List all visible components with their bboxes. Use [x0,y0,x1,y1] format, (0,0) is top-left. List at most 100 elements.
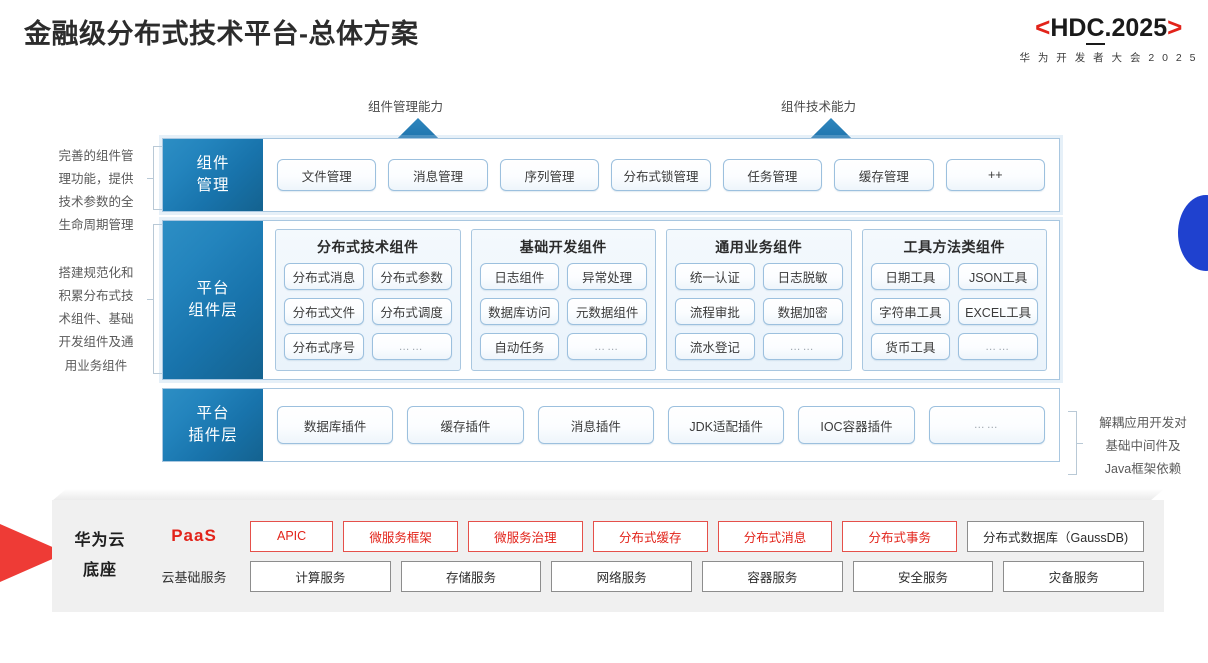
chip-jdk-adapter-plugin[interactable]: JDK适配插件 [667,406,785,444]
chip-database-access[interactable]: 数据库访问 [479,298,560,325]
chip-distributed-sequence[interactable]: 分布式序号 [284,333,364,360]
bracket-left-middle [147,224,162,374]
band-body-platform-plugin-layer: 数据库插件 缓存插件 消息插件 JDK适配插件 IOC容器插件 …… [263,389,1059,461]
side-note-line: 生命周期管理 [58,218,134,233]
chip-task-management[interactable]: 任务管理 [722,159,823,191]
cloud-base-panel: 华为云 底座 PaaS APIC 微服务框架 微服务治理 分布式缓存 分布式消息… [52,500,1164,612]
side-note-line: 理功能，提供 [58,172,134,187]
band-label-line: 平台 [196,279,230,297]
group-grid: 日志组件 异常处理 数据库访问 元数据组件 自动任务 …… [479,263,647,363]
side-note-line: 积累分布式技 [58,289,134,304]
band-label-component-management: 组件 管理 [163,139,263,211]
cloud-chip-distributed-transaction[interactable]: 分布式事务 [842,520,958,552]
cloud-chip-network-service[interactable]: 网络服务 [551,560,693,592]
chip-sequence-management[interactable]: 序列管理 [499,159,600,191]
chip-message-plugin[interactable]: 消息插件 [537,406,654,444]
cloud-chip-microservice-governance[interactable]: 微服务治理 [468,520,583,552]
cloud-row-basic-services: 云基础服务 计算服务 存储服务 网络服务 容器服务 安全服务 灾备服务 [148,560,1145,592]
chip-automated-task[interactable]: 自动任务 [479,333,560,360]
chip-data-encryption[interactable]: 数据加密 [762,298,843,325]
chip-metadata-component[interactable]: 元数据组件 [567,298,647,325]
chip-date-tool[interactable]: 日期工具 [870,263,951,290]
side-note-line: 基础中间件及 [1105,439,1181,454]
capability-label-management: 组件管理能力 [368,100,444,114]
chip-file-management[interactable]: 文件管理 [277,159,377,191]
chip-cache-plugin[interactable]: 缓存插件 [407,406,524,444]
cloud-chip-distributed-cache[interactable]: 分布式缓存 [592,520,708,552]
chip-database-plugin[interactable]: 数据库插件 [277,406,394,444]
side-note-line: 解耦应用开发对 [1099,416,1187,430]
group-grid: 分布式消息 分布式参数 分布式文件 分布式调度 分布式序号 …… [284,263,452,363]
band-label-platform-component-layer: 平台 组件层 [163,221,263,379]
chip-log-component[interactable]: 日志组件 [479,263,560,290]
chip-log-desensitization[interactable]: 日志脱敏 [762,263,843,290]
chip-more-dots[interactable]: …… [958,333,1038,360]
group-title: 分布式技术组件 [317,239,419,255]
cloud-chip-distributed-database-gaussdb[interactable]: 分布式数据库（GaussDB) [967,520,1145,552]
chip-distributed-lock-management[interactable]: 分布式锁管理 [611,159,711,191]
cloud-chip-storage-service[interactable]: 存储服务 [400,560,542,592]
side-note-line: 开发组件及通 [58,335,134,350]
chip-message-management[interactable]: 消息管理 [388,159,488,191]
chip-process-approval[interactable]: 流程审批 [675,298,755,325]
chip-json-tool[interactable]: JSON工具 [958,263,1038,290]
chip-distributed-file[interactable]: 分布式文件 [284,298,364,325]
cloud-basic-service-label: 云基础服务 [161,569,227,585]
group-grid: 日期工具 JSON工具 字符串工具 EXCEL工具 货币工具 …… [870,263,1038,363]
angle-bracket-left-icon: < [1035,12,1051,42]
cloud-chip-disaster-recovery-service[interactable]: 灾备服务 [1003,560,1145,592]
band-label-platform-plugin-layer: 平台 插件层 [163,389,263,461]
chip-exception-handling[interactable]: 异常处理 [567,263,647,290]
chip-transaction-registration[interactable]: 流水登记 [675,333,755,360]
band-label-line: 组件层 [188,302,238,319]
chip-distributed-message[interactable]: 分布式消息 [284,263,364,290]
cloud-chip-microservice-framework[interactable]: 微服务框架 [343,520,458,552]
cloud-chip-security-service[interactable]: 安全服务 [852,560,994,592]
side-note-right: 解耦应用开发对 基础中间件及 Java框架依赖 [1082,412,1204,481]
group-title: 通用业务组件 [715,239,803,255]
group-basic-development-components: 基础开发组件 日志组件 异常处理 数据库访问 元数据组件 自动任务 …… [470,229,656,371]
side-note-line: 搭建规范化和 [58,266,134,280]
cloud-rows: PaaS APIC 微服务框架 微服务治理 分布式缓存 分布式消息 分布式事务 … [148,520,1164,592]
chip-ioc-container-plugin[interactable]: IOC容器插件 [798,406,915,444]
architecture-stack: 组件 管理 文件管理 消息管理 序列管理 分布式锁管理 任务管理 缓存管理 ++… [162,138,1060,470]
side-note-line: 完善的组件管 [58,149,134,163]
cloud-chip-container-service[interactable]: 容器服务 [702,560,843,592]
hdc-letter-h: H [1050,14,1069,42]
row-platform-plugin-layer: 平台 插件层 数据库插件 缓存插件 消息插件 JDK适配插件 IOC容器插件 …… [162,388,1060,462]
cloud-chip-apic[interactable]: APIC [250,520,334,552]
hdc-year: .2025 [1104,14,1168,42]
chip-more-dots[interactable]: …… [371,333,452,360]
chip-currency-tool[interactable]: 货币工具 [870,333,951,360]
chip-unified-authentication[interactable]: 统一认证 [675,263,755,290]
side-note-line: Java框架依赖 [1104,462,1182,477]
side-note-left-top: 完善的组件管 理功能，提供 技术参数的全 生命周期管理 [40,145,152,238]
chip-cache-management[interactable]: 缓存管理 [834,159,934,191]
hdc-letter-d: D [1068,14,1087,42]
chip-excel-tool[interactable]: EXCEL工具 [958,298,1038,325]
hdc-letter-c: C [1086,14,1105,45]
band-label-line: 插件层 [188,427,238,444]
chip-string-tool[interactable]: 字符串工具 [870,298,951,325]
chip-more-dots[interactable]: …… [567,333,647,360]
angle-bracket-right-icon: > [1167,12,1183,42]
bracket-left-top [147,146,162,210]
cloud-chip-compute-service[interactable]: 计算服务 [250,560,391,592]
group-general-business-components: 通用业务组件 统一认证 日志脱敏 流程审批 数据加密 流水登记 …… [666,229,852,371]
chip-distributed-parameter[interactable]: 分布式参数 [371,263,452,290]
bracket-right [1068,411,1083,475]
group-title: 工具方法类组件 [903,239,1005,255]
chip-add-more[interactable]: ++ [945,159,1045,191]
blue-circle-decoration [1178,195,1208,271]
paas-label: PaaS [171,526,217,545]
cloud-panel-bevel [52,489,1164,501]
band-label-line: 组件 [196,154,230,172]
cloud-base-title-line: 底座 [82,562,117,579]
side-note-left-middle: 搭建规范化和 积累分布式技 术组件、基础 开发组件及通 用业务组件 [40,262,152,378]
chip-more-dots[interactable]: …… [762,333,843,360]
chip-more-dots[interactable]: …… [928,406,1045,444]
chip-distributed-scheduling[interactable]: 分布式调度 [371,298,452,325]
cloud-base-title: 华为云 底座 [52,526,148,587]
band-body-platform-component-layer: 分布式技术组件 分布式消息 分布式参数 分布式文件 分布式调度 分布式序号 ……… [263,221,1059,379]
cloud-chip-distributed-message[interactable]: 分布式消息 [717,520,833,552]
